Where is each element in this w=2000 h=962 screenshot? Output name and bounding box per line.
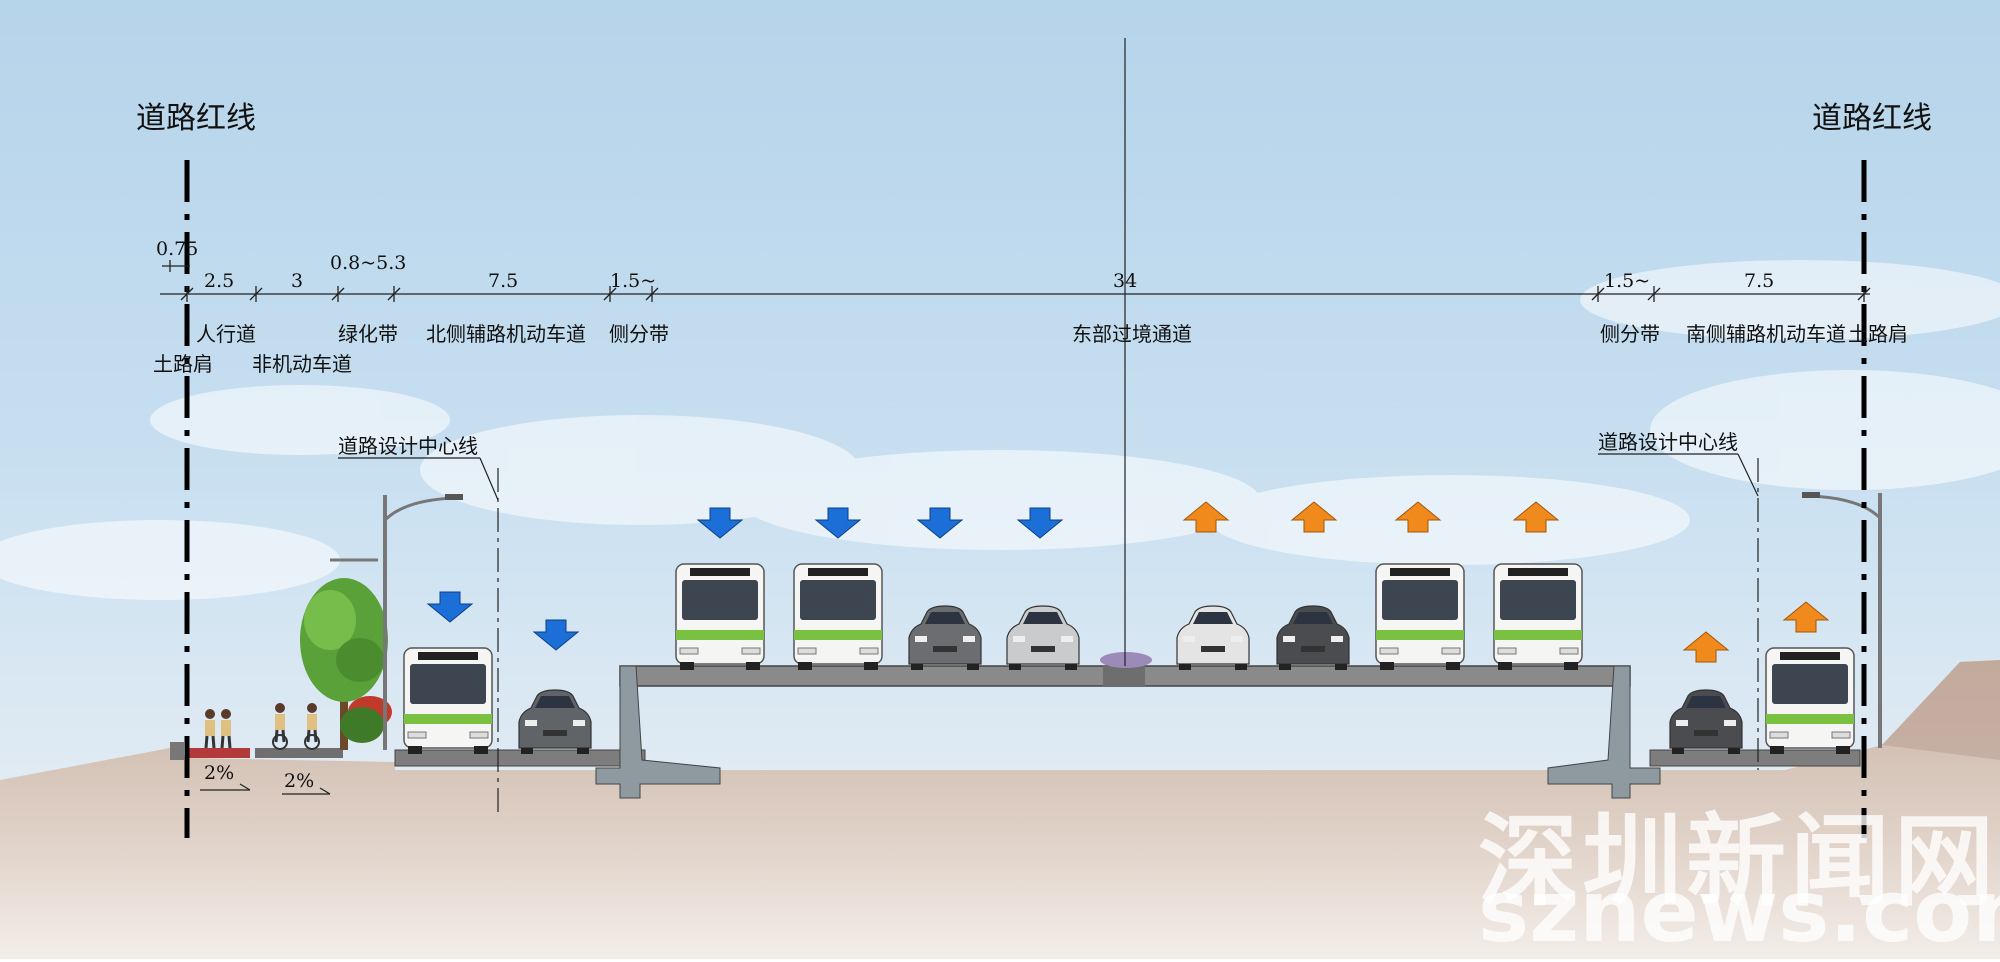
label-non-motor-lane: 非机动车道 xyxy=(252,352,352,376)
label-south-aux-lane: 南侧辅路机动车道 xyxy=(1686,322,1846,346)
bus-south-aux xyxy=(1765,647,1855,755)
label-green-belt: 绿化带 xyxy=(338,322,398,346)
label-side-divider-right: 侧分带 xyxy=(1600,322,1660,346)
dim-34: 34 xyxy=(1113,270,1138,292)
bus-north-aux xyxy=(403,647,493,755)
red-line-label-right: 道路红线 xyxy=(1812,101,1932,136)
dim-3: 3 xyxy=(291,270,304,292)
label-earth-shoulder-right: 土路肩 xyxy=(1848,322,1908,346)
dimension-line xyxy=(160,260,1871,302)
label-design-centerline-right: 道路设计中心线 xyxy=(1598,430,1738,454)
bus-main-4 xyxy=(1493,563,1583,671)
retaining-wall-left xyxy=(595,665,721,799)
slope-label-1: 2% xyxy=(204,762,235,784)
bus-main-1 xyxy=(675,563,765,671)
retaining-wall-right xyxy=(1547,665,1661,799)
dim-2-5: 2.5 xyxy=(204,270,235,292)
watermark-latin: sznews.com xyxy=(1478,862,2000,962)
dim-1-5-left: 1.5~ xyxy=(610,270,657,292)
label-side-divider-left: 侧分带 xyxy=(609,322,669,346)
bus-main-3 xyxy=(1375,563,1465,671)
clouds xyxy=(0,260,2000,600)
dim-0-8-5-3: 0.8~5.3 xyxy=(330,252,407,274)
north-aux-road-slab xyxy=(394,749,646,767)
red-line-label-left: 道路红线 xyxy=(136,101,256,136)
sidewalk-pavement xyxy=(188,748,250,758)
cyclists xyxy=(272,701,320,750)
label-earth-shoulder-left: 土路肩 xyxy=(153,352,213,376)
non-motor-lane-pavement xyxy=(255,748,343,758)
dim-7-5-right: 7.5 xyxy=(1744,270,1775,292)
dim-7-5-left: 7.5 xyxy=(488,270,519,292)
south-aux-road-slab xyxy=(1649,749,1861,767)
label-design-centerline-left: 道路设计中心线 xyxy=(338,434,478,458)
tree xyxy=(300,578,392,750)
median-planting xyxy=(1100,652,1152,668)
label-sidewalk: 人行道 xyxy=(196,322,256,346)
street-lamp-left xyxy=(330,492,465,752)
label-north-aux-lane: 北侧辅路机动车道 xyxy=(426,322,586,346)
bus-main-2 xyxy=(793,563,883,671)
dim-0-75: 0.75 xyxy=(156,238,199,260)
dim-1-5-right: 1.5~ xyxy=(1604,270,1651,292)
slope-label-2: 2% xyxy=(284,770,315,792)
watermark-chinese: 深圳新闻网 xyxy=(1478,803,1998,920)
label-east-transit-channel: 东部过境通道 xyxy=(1072,322,1192,346)
ground xyxy=(0,660,2000,959)
